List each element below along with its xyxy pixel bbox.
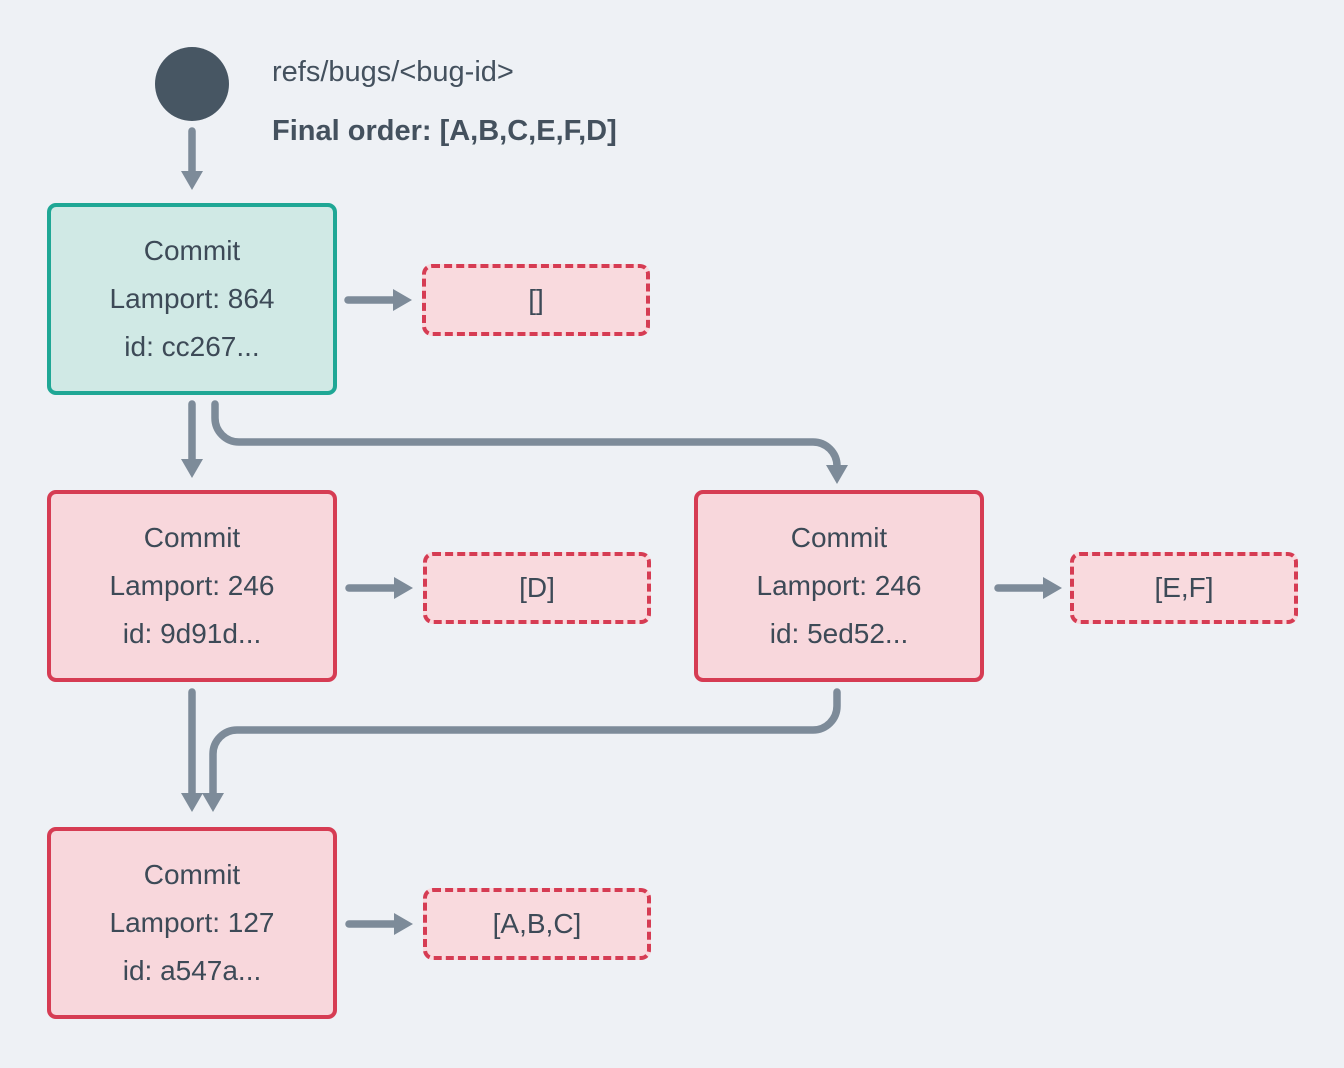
commit-title: Commit — [790, 522, 888, 553]
commit-title: Commit — [143, 235, 241, 266]
commit-node-root: Commit Lamport: 864 id: cc267... — [47, 203, 337, 395]
commit-title: Commit — [143, 859, 241, 890]
ops-list-left: [D] — [423, 552, 651, 624]
branch-head-dot — [155, 47, 229, 121]
edge-root-to-right — [211, 400, 848, 484]
commit-node-right: Commit Lamport: 246 id: 5ed52... — [694, 490, 984, 682]
final-order-label: Final order: [A,B,C,E,F,D] — [272, 115, 617, 147]
commit-lamport: Lamport: 127 — [109, 907, 275, 938]
edge-right-to-bottom — [202, 688, 841, 812]
commit-id: id: 5ed52... — [769, 618, 909, 649]
commit-lamport: Lamport: 246 — [109, 570, 275, 601]
ops-list-bottom: [A,B,C] — [423, 888, 651, 960]
commit-node-bottom: Commit Lamport: 127 id: a547a... — [47, 827, 337, 1019]
ops-list-root: [] — [422, 264, 650, 336]
ops-list-right: [E,F] — [1070, 552, 1298, 624]
branch-ref-label: refs/bugs/<bug-id> — [272, 56, 514, 88]
commit-lamport: Lamport: 864 — [109, 283, 275, 314]
commit-id: id: a547a... — [122, 955, 262, 986]
commit-id: id: 9d91d... — [122, 618, 262, 649]
commit-title: Commit — [143, 522, 241, 553]
commit-id: id: cc267... — [124, 331, 260, 362]
commit-node-left: Commit Lamport: 246 id: 9d91d... — [47, 490, 337, 682]
commit-lamport: Lamport: 246 — [756, 570, 922, 601]
